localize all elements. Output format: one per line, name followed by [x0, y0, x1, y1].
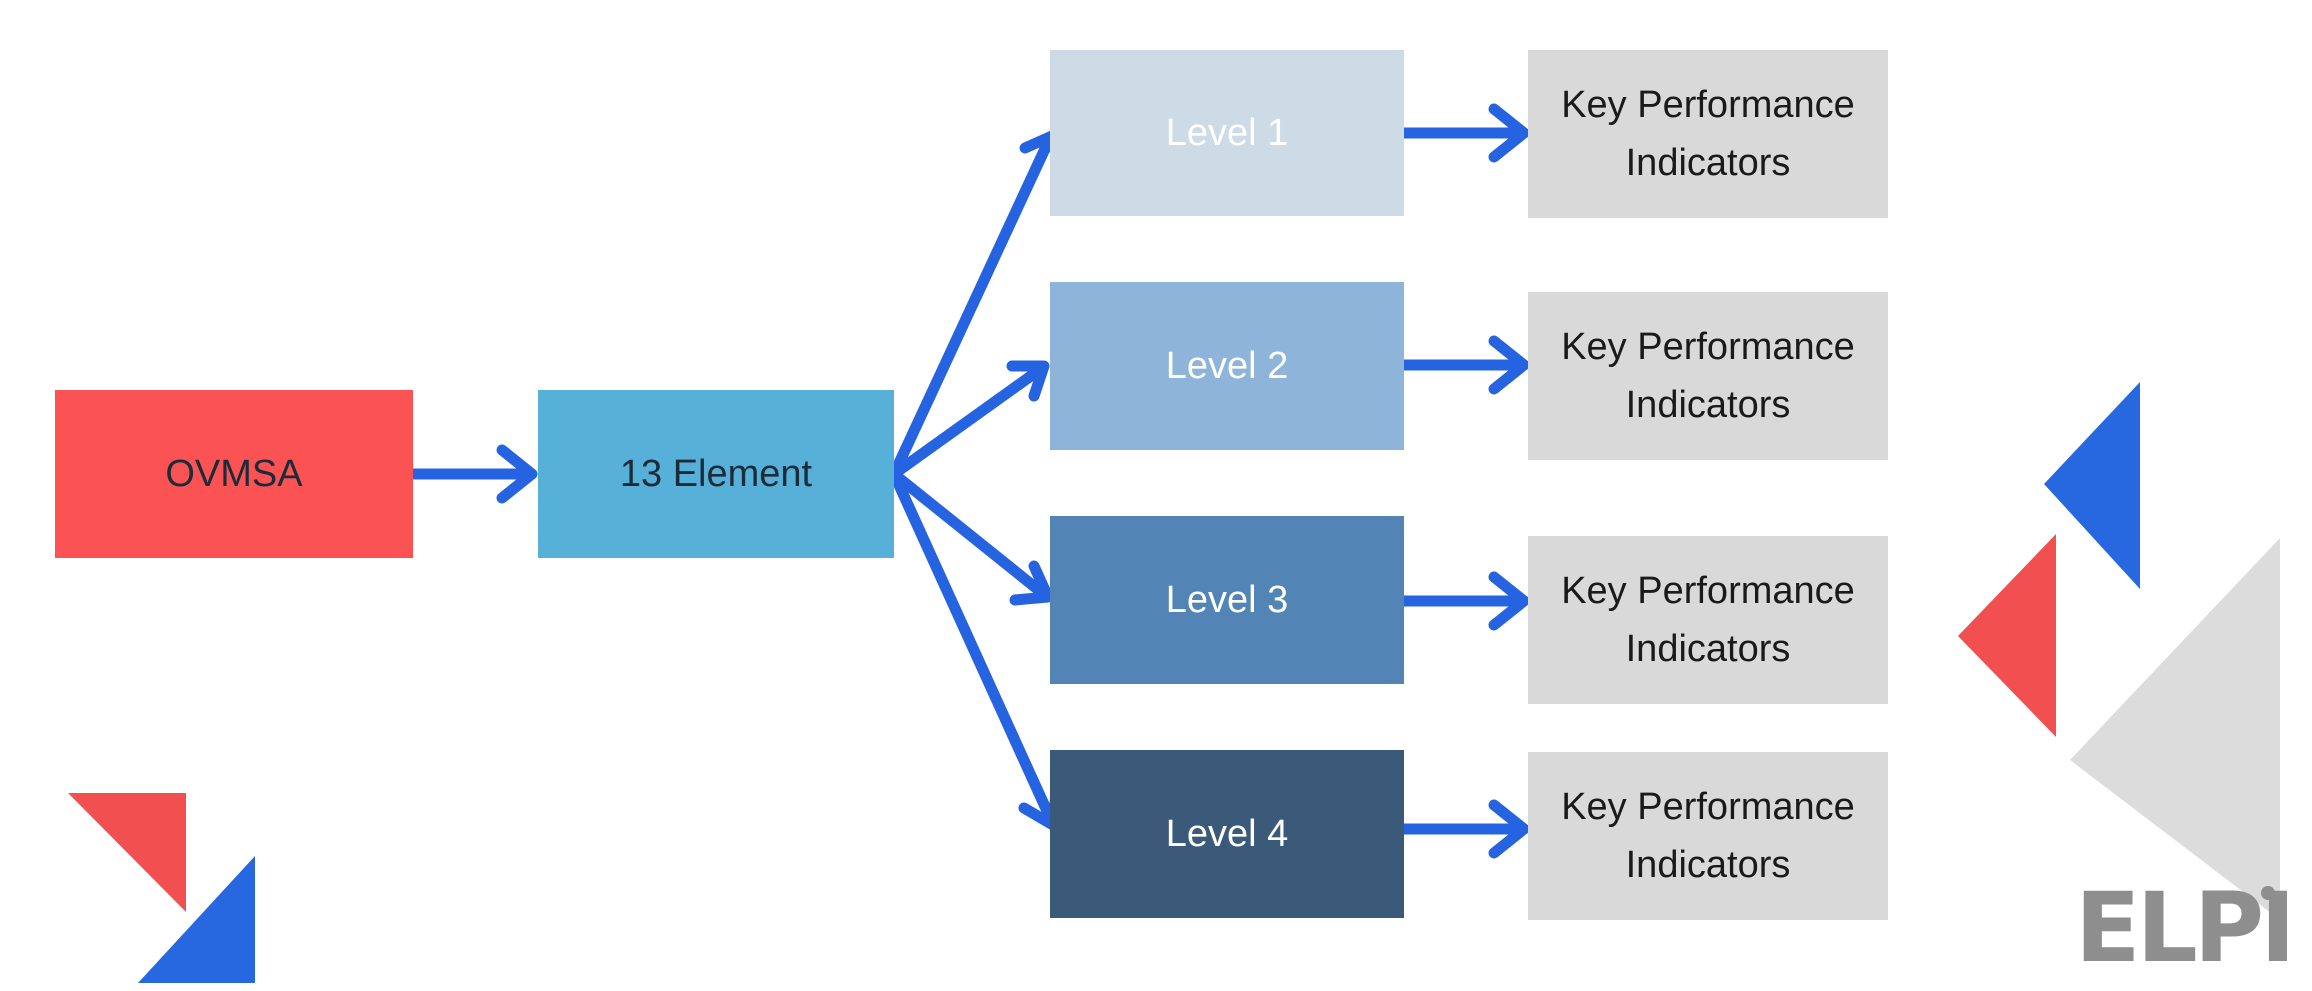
node-kpi-4: Key Performance Indicators	[1528, 752, 1888, 920]
node-level-2: Level 2	[1050, 282, 1404, 450]
node-level-4-label: Level 4	[1165, 812, 1289, 855]
arrowhead-element-to-level-2	[1006, 360, 1050, 402]
decor-red-triangle-right	[1958, 534, 2056, 737]
node-ovmsa: OVMSA	[55, 390, 413, 558]
arrowhead-level-4-to-kpi	[1488, 799, 1530, 859]
arrow-element-to-level-3	[888, 468, 1052, 602]
node-ovmsa-label: OVMSA	[165, 452, 303, 495]
node-kpi-2-label: Key Performance Indicators	[1561, 326, 1855, 426]
arrow-element-to-level-2	[888, 362, 1048, 480]
arrowhead-level-2-to-kpi	[1488, 335, 1530, 395]
node-kpi-4-label: Key Performance Indicators	[1561, 786, 1855, 886]
arrow-element-to-level-4	[888, 468, 1058, 828]
decor-grey-triangle-right	[2070, 538, 2280, 920]
node-level-1-label: Level 1	[1165, 111, 1289, 154]
node-13-element-label: 13 Element	[619, 452, 813, 495]
node-level-2-label: Level 2	[1165, 344, 1289, 387]
node-level-3: Level 3	[1050, 516, 1404, 684]
arrowhead-level-3-to-kpi	[1488, 571, 1530, 631]
arrowhead-ovmsa-to-element	[496, 444, 538, 504]
node-level-4: Level 4	[1050, 750, 1404, 918]
node-kpi-3-label: Key Performance Indicators	[1561, 570, 1855, 670]
arrowhead-element-to-level-3	[1009, 560, 1054, 606]
elpi-logo: ELPI	[2075, 872, 2296, 984]
node-level-3-label: Level 3	[1165, 578, 1289, 621]
node-kpi-2: Key Performance Indicators	[1528, 292, 1888, 460]
arrowhead-level-1-to-kpi	[1488, 103, 1530, 163]
node-kpi-1: Key Performance Indicators	[1528, 50, 1888, 218]
decor-blue-triangle-right	[2044, 382, 2140, 589]
logo-dot	[2261, 886, 2275, 900]
node-level-1: Level 1	[1050, 50, 1404, 216]
node-13-element: 13 Element	[538, 390, 894, 558]
node-kpi-3: Key Performance Indicators	[1528, 536, 1888, 704]
arrow-element-to-level-1	[888, 132, 1056, 480]
node-kpi-1-label: Key Performance Indicators	[1561, 84, 1855, 184]
decor-blue-triangle-bottom-left	[138, 856, 255, 983]
decor-red-triangle-bottom-left	[68, 793, 186, 912]
